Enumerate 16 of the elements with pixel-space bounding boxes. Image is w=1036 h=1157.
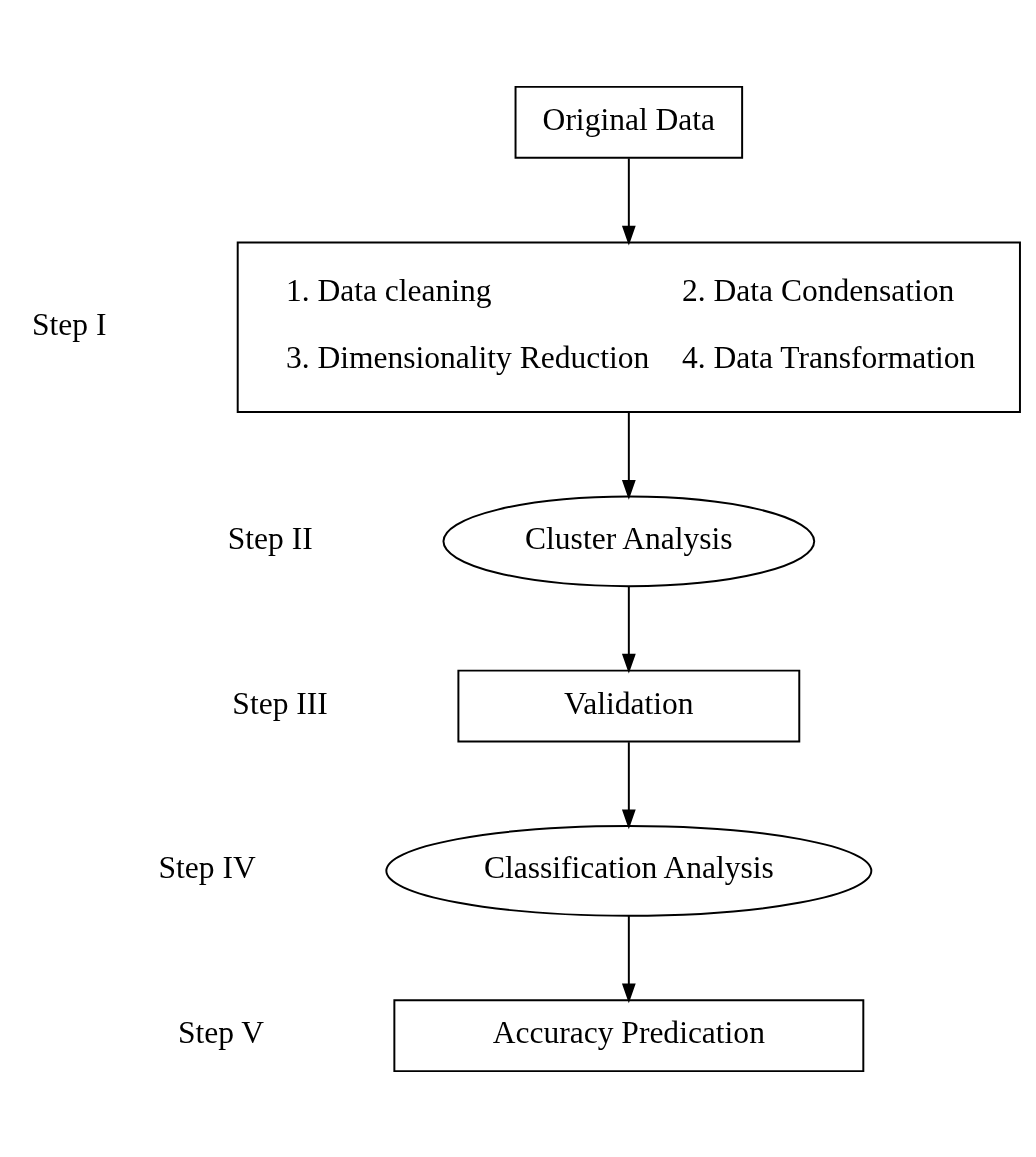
node-label: Step I [32,306,107,342]
node-box: Accuracy Predication [393,998,865,1072]
node-box: Validation [457,669,801,743]
node-label: Step IV [158,849,256,885]
node-label: Step II [227,520,313,556]
arrow [621,740,636,829]
node-box: Original Data [514,85,744,159]
node-ellipse: Cluster Analysis [442,495,816,587]
node-label: Step V [177,1014,265,1050]
arrow [621,584,636,674]
node-box: 1. Data cleaning 2. Data Condensation 3. Dimensionality Reduction 4. Data Transformation [236,241,1021,413]
arrow [621,410,636,500]
node-ellipse: Classification Analysis [385,824,873,917]
node-label: Step III [232,685,328,721]
arrow [621,914,636,1003]
arrow [621,156,636,245]
